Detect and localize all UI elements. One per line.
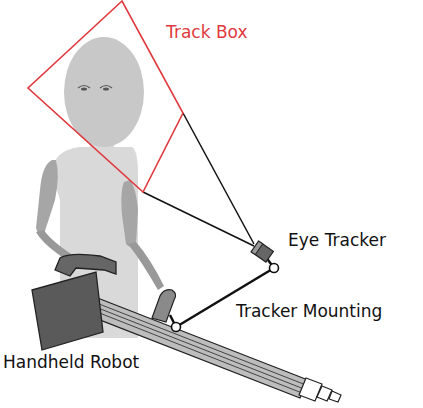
robot-handle <box>55 254 116 276</box>
robot-grip <box>152 290 176 322</box>
robot-housing <box>32 272 103 350</box>
pupil <box>81 87 87 90</box>
view-line <box>143 192 254 246</box>
eye-tracker <box>251 241 273 262</box>
effector-tip <box>329 391 341 402</box>
eye-tracker-label: Eye Tracker <box>288 230 386 250</box>
right-arm <box>121 180 138 247</box>
left-arm <box>36 160 58 234</box>
view-line <box>183 113 254 244</box>
pupil <box>103 87 109 90</box>
track-box-label: Track Box <box>166 22 248 42</box>
tracker-lens <box>251 241 263 255</box>
right-forearm <box>128 242 164 290</box>
robot-label: Handheld Robot <box>3 352 139 372</box>
mount-joint <box>172 323 181 332</box>
mounting-label: Tracker Mounting <box>236 301 382 321</box>
mount-joint <box>270 264 279 273</box>
track-box <box>28 1 183 192</box>
shaft-line <box>92 310 302 393</box>
